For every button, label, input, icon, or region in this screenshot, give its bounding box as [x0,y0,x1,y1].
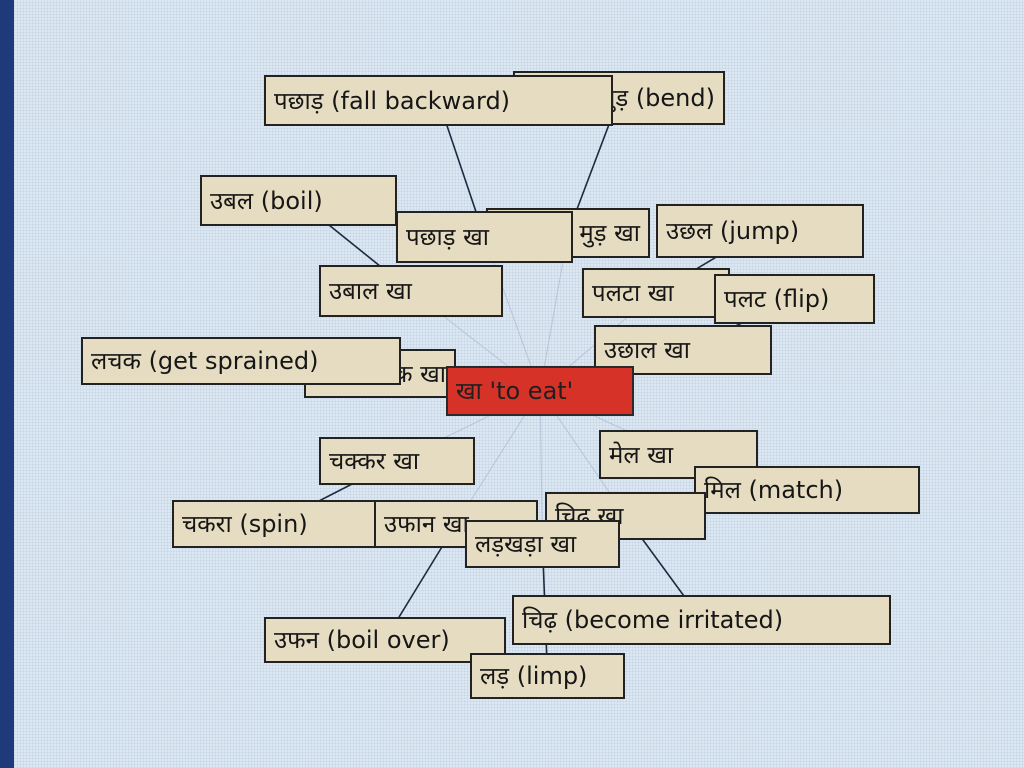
node-pachhad-kha[interactable]: पछाड़ खा [396,211,573,263]
node-chakra-spin[interactable]: चकरा (spin) [172,500,376,548]
node-chakkar-kha[interactable]: चक्कर खा [319,437,475,485]
node-ubal-kha[interactable]: उबाल खा [319,265,503,317]
graph-window: मुड़ (bend) पछाड़ (fall backward) मुड़ ख… [14,0,1024,768]
node-lachak-get-sprained[interactable]: लचक (get sprained) [81,337,401,385]
edge-kha-n19 [539,390,543,545]
node-palta-kha[interactable]: पलटा खा [582,268,730,318]
node-palat-flip[interactable]: पलट (flip) [714,274,875,324]
node-pachhad-fall-backward[interactable]: पछाड़ (fall backward) [264,75,613,126]
node-ubal-boil[interactable]: उबल (boil) [200,175,397,226]
node-mil-match[interactable]: मिल (match) [694,466,920,514]
node-lad-limp[interactable]: लड़ (limp) [470,653,625,699]
node-kha-to-eat-center[interactable]: खा 'to eat' [446,366,634,416]
node-ladkhada-kha[interactable]: लड़खड़ा खा [465,520,620,568]
node-chidh-become-irritated[interactable]: चिढ़ (become irritated) [512,595,891,645]
node-uphan-boil-over[interactable]: उफन (boil over) [264,617,506,663]
node-uchhal-jump[interactable]: उछल (jump) [656,204,864,258]
